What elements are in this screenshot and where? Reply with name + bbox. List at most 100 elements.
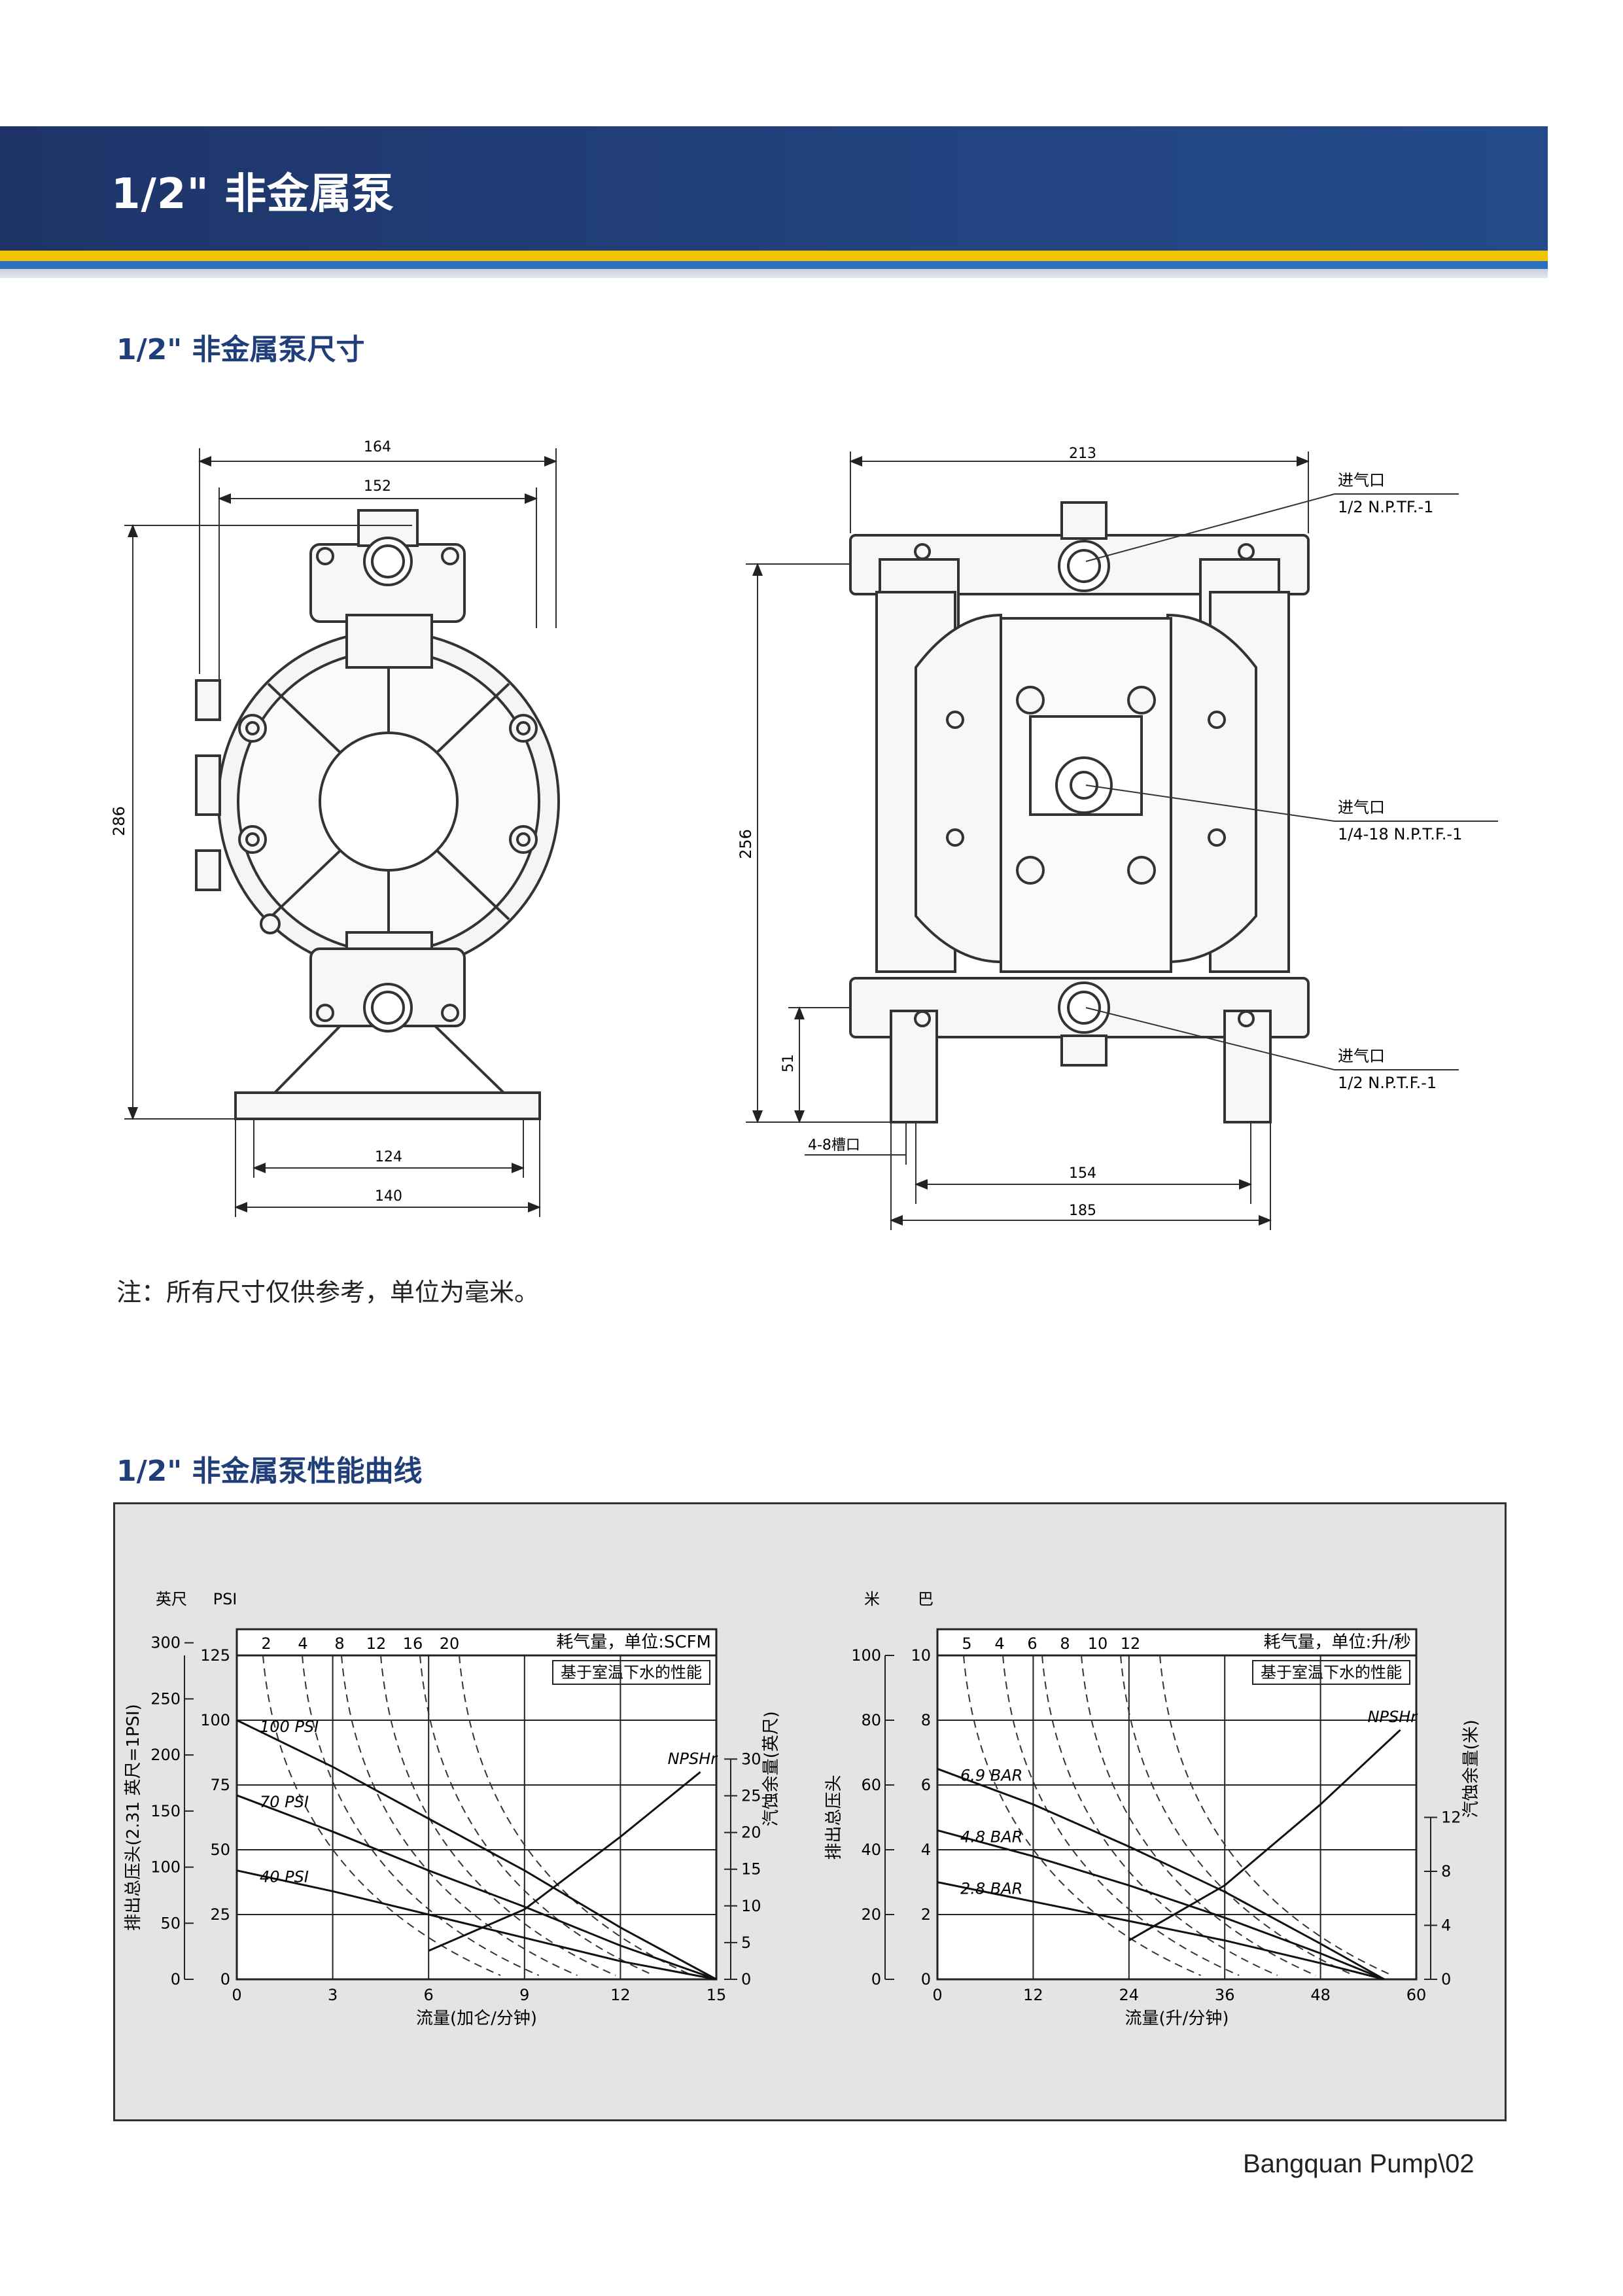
chart-2-air-curve xyxy=(963,1655,1201,1976)
chart-2-plot-area xyxy=(936,1654,1418,1981)
front-view-drawing xyxy=(195,509,560,1120)
chart-2-series-line xyxy=(937,1829,1385,1981)
chart-2-y-tick-inner: 4 xyxy=(921,1841,931,1859)
chart-1-air-curve xyxy=(419,1655,655,1976)
chart-1-right-tick: 10 xyxy=(741,1897,761,1915)
chart-2-air-label: 耗气量，单位:升/秒 xyxy=(1263,1633,1411,1652)
chart-1-air-curve xyxy=(262,1655,501,1976)
chart-2-x-label: 流量(升/分钟) xyxy=(1125,2009,1229,2028)
chart-2-series-label: 6.9 BAR xyxy=(960,1766,1022,1784)
chart-1-right-label: 汽蚀余量(英尺) xyxy=(761,1711,781,1826)
chart-1-air-tick: 2 xyxy=(261,1634,271,1653)
chart-2-air-curve xyxy=(1041,1655,1278,1976)
chart-1-y-tick-outer: 50 xyxy=(160,1914,181,1932)
chart-2-y-tick-outer: 80 xyxy=(861,1711,881,1729)
footer-page-label: Bangquan Pump\02 xyxy=(1243,2149,1475,2178)
chart-1-right-tick: 15 xyxy=(741,1860,761,1879)
chart-1-air-tick: 8 xyxy=(334,1634,344,1653)
front-dim-base-inner: 124 xyxy=(375,1149,402,1165)
chart-2-series-line xyxy=(937,1881,1385,1981)
chart-1-y-tick-inner: 100 xyxy=(200,1711,230,1729)
callout-2-spec: 1/4-18 N.P.T.F.-1 xyxy=(1338,825,1462,843)
chart-2-series-label: 4.8 BAR xyxy=(960,1828,1022,1846)
dimensions-note: 注：所有尺寸仅供参考，单位为毫米。 xyxy=(116,1278,540,1307)
chart-2-right-tick: 8 xyxy=(1441,1862,1451,1881)
chart-2-air-curve xyxy=(1002,1655,1240,1976)
chart-1-air-tick: 16 xyxy=(403,1634,423,1653)
page-title: 1/2" 非金属泵 xyxy=(111,170,395,219)
chart-1-y-tick-outer: 100 xyxy=(150,1858,181,1877)
chart-2-y-tick-outer: 60 xyxy=(861,1776,881,1794)
chart-2-y-tick-outer: 100 xyxy=(851,1646,881,1665)
chart-2-y-tick-inner: 2 xyxy=(921,1905,931,1924)
chart-1-x-tick: 3 xyxy=(328,1986,338,2004)
chart-2-series-label: NPSHr xyxy=(1368,1708,1419,1726)
callout-3-name: 进气口 xyxy=(1338,1047,1385,1065)
chart-2-y-tick-outer: 40 xyxy=(861,1841,881,1859)
chart-1-right-tick: 5 xyxy=(741,1934,751,1952)
chart-1-right-tick: 0 xyxy=(741,1970,751,1988)
callout-1-name: 进气口 xyxy=(1338,471,1385,489)
chart-2-right-tick: 4 xyxy=(1441,1916,1451,1935)
header-stripe-blue xyxy=(0,261,1548,269)
chart-2-subtitle-box xyxy=(1252,1660,1410,1685)
front-dim-width-inner: 152 xyxy=(364,478,391,495)
chart-1-right-tick: 25 xyxy=(741,1787,761,1805)
chart-1-series-label: NPSHr xyxy=(668,1750,719,1768)
chart-1-y-tick-inner: 0 xyxy=(220,1970,230,1988)
chart-2-air-tick: 6 xyxy=(1027,1634,1037,1653)
chart-1-air-band xyxy=(236,1628,718,1657)
callout-1-spec: 1/2 N.P.TF.-1 xyxy=(1338,498,1433,516)
chart-2-y-tick-inner: 6 xyxy=(921,1776,931,1794)
chart-1-right-tick: 20 xyxy=(741,1824,761,1842)
chart-1-y-tick-outer: 200 xyxy=(150,1746,181,1764)
chart-2-series-label: 2.8 BAR xyxy=(960,1880,1022,1898)
chart-1-x-tick: 9 xyxy=(519,1986,529,2004)
front-dim-height: 286 xyxy=(110,806,128,836)
chart-2-right-label: 汽蚀余量(米) xyxy=(1461,1720,1481,1818)
chart-1-series-line xyxy=(236,1719,717,1981)
chart-2-y-header-2: 巴 xyxy=(918,1590,934,1608)
chart-2-x-tick: 48 xyxy=(1310,1986,1331,2004)
chart-2-y-tick-outer: 20 xyxy=(861,1905,881,1924)
chart-1-y-tick-inner: 125 xyxy=(200,1646,230,1665)
side-dim-bottom: 51 xyxy=(780,1054,797,1072)
chart-2-air-curve xyxy=(1081,1655,1316,1976)
header-stripe-gray xyxy=(0,269,1548,278)
chart-2-right-tick: 0 xyxy=(1441,1970,1451,1988)
chart-1-series-line xyxy=(428,1771,701,1952)
chart-2-y-tick-inner: 10 xyxy=(911,1646,931,1665)
chart-2-subtitle: 基于室温下水的性能 xyxy=(1261,1663,1402,1682)
chart-2-x-tick: 60 xyxy=(1406,1986,1427,2004)
chart-2-x-tick: 24 xyxy=(1119,1986,1140,2004)
chart-1-air-curve xyxy=(459,1655,693,1976)
chart-2-air-curve xyxy=(1120,1655,1355,1976)
chart-1-subtitle-box xyxy=(552,1660,710,1685)
chart-2-y-tick-inner: 8 xyxy=(921,1711,931,1729)
chart-1-y-header-2: PSI xyxy=(213,1590,237,1608)
chart-2-y-tick-outer: 0 xyxy=(871,1970,881,1988)
chart-1-series-label: 40 PSI xyxy=(260,1868,309,1886)
side-dim-base-inner: 154 xyxy=(1069,1165,1096,1182)
chart-2-x-tick: 36 xyxy=(1215,1986,1235,2004)
chart-1-air-tick: 20 xyxy=(440,1634,460,1653)
chart-1-series-line xyxy=(236,1869,717,1981)
chart-2-series-line xyxy=(937,1767,1385,1981)
chart-1-air-curve xyxy=(341,1655,578,1976)
callout-3-spec: 1/2 N.P.T.F.-1 xyxy=(1338,1074,1437,1092)
chart-1-y-tick-outer: 250 xyxy=(150,1689,181,1708)
side-dim-slot: 4-8槽口 xyxy=(808,1137,860,1154)
chart-2-air-tick: 5 xyxy=(962,1634,971,1653)
chart-2-y-tick-inner: 0 xyxy=(921,1970,931,1988)
chart-1-series-label: 70 PSI xyxy=(260,1793,309,1811)
side-dim-base-outer: 185 xyxy=(1069,1203,1096,1219)
side-dim-width: 213 xyxy=(1069,446,1096,462)
chart-1-air-tick: 12 xyxy=(366,1634,387,1653)
chart-2-air-tick: 8 xyxy=(1060,1634,1070,1653)
side-dim-height: 256 xyxy=(737,829,755,859)
chart-1-x-tick: 12 xyxy=(610,1986,631,2004)
chart-1-air-label: 耗气量，单位:SCFM xyxy=(556,1633,711,1652)
header-stripe-yellow xyxy=(0,251,1548,261)
chart-1-x-tick: 15 xyxy=(707,1986,727,2004)
